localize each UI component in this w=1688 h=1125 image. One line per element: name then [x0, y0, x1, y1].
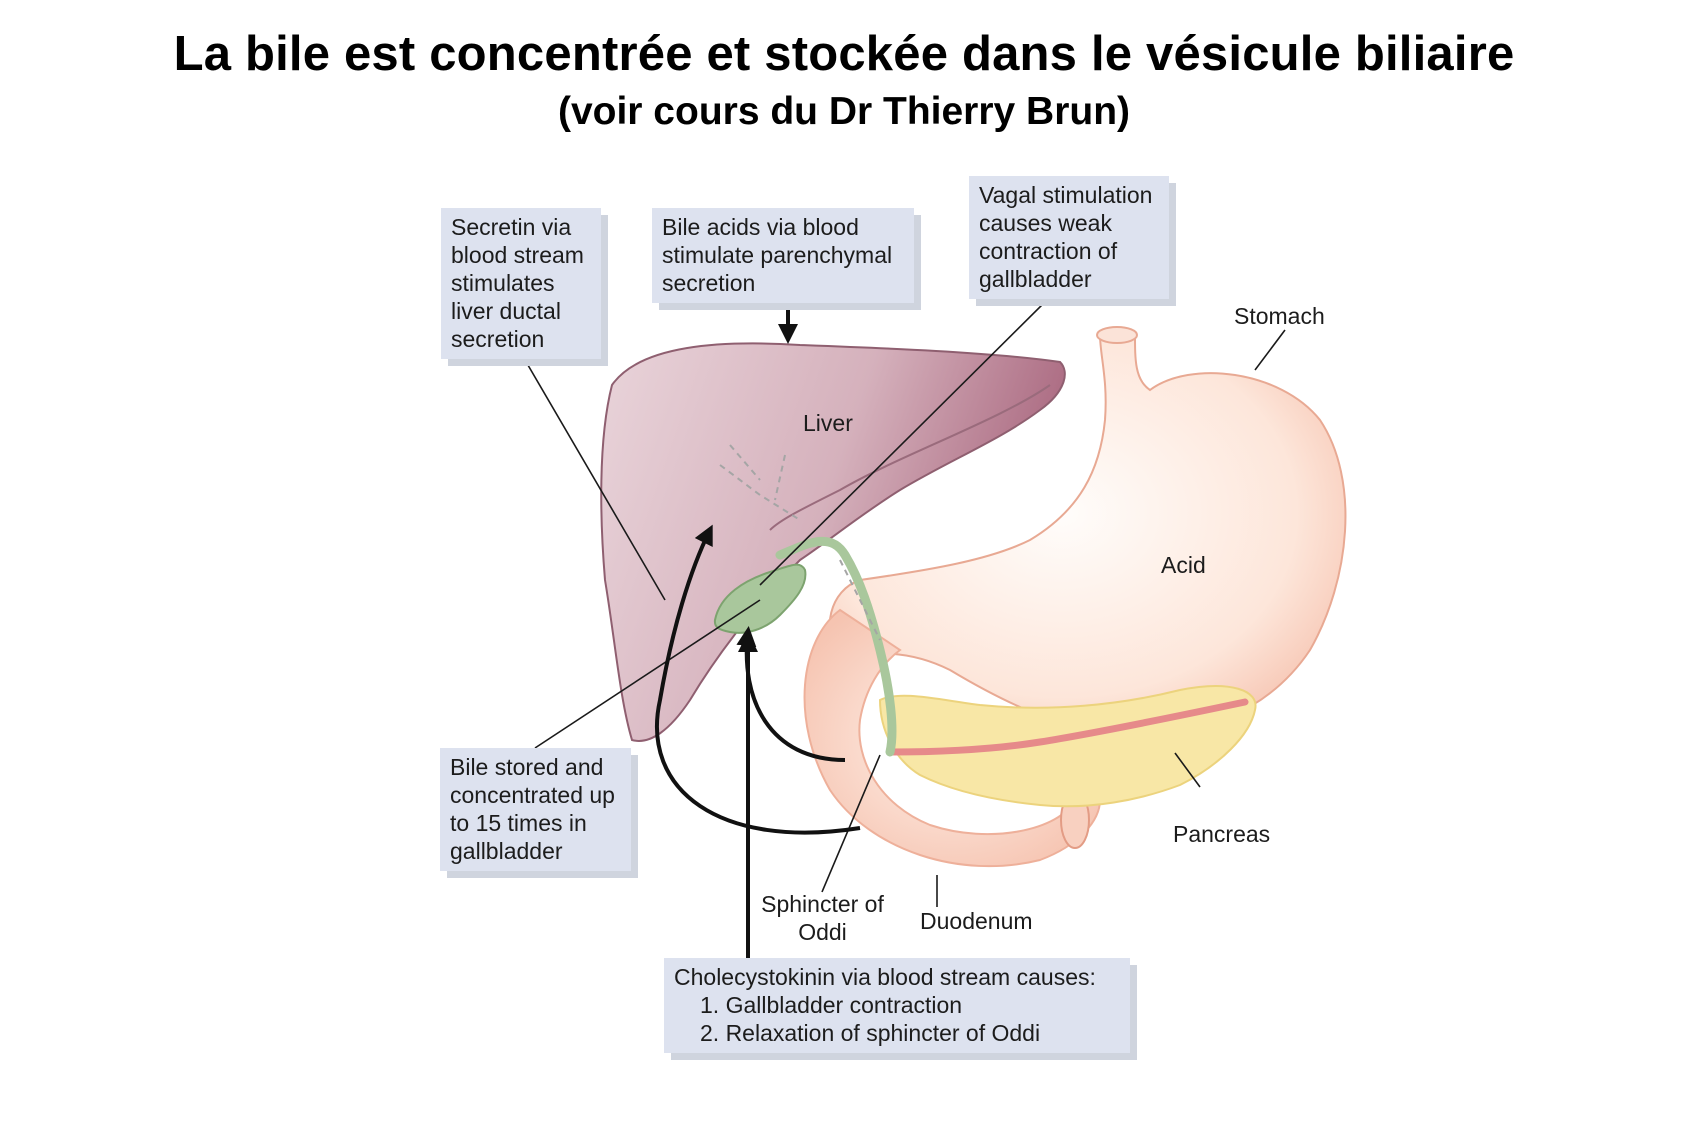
callout-heading: Cholecystokinin via blood stream causes: — [674, 964, 1096, 990]
acid-label: Acid — [1161, 552, 1206, 578]
callout-item: 1. Gallbladder contraction — [700, 992, 963, 1018]
callout-line: Bile acids via blood — [662, 214, 859, 240]
callout-line: Secretin via — [451, 214, 572, 240]
callout-line: Bile stored and — [450, 754, 604, 780]
callout-line: secretion — [662, 270, 756, 296]
leader-lines — [524, 296, 1286, 907]
bile-stored-callout: Bile stored and concentrated up to 15 ti… — [440, 748, 631, 871]
slide-subtitle: (voir cours du Dr Thierry Brun) — [557, 90, 1131, 133]
hepatic-duct-dashed — [719, 444, 881, 641]
secretin-callout: Secretin via blood stream stimulates liv… — [441, 208, 601, 359]
cystic-duct — [775, 536, 897, 757]
sphincter-label-line: Sphincter of — [761, 891, 884, 917]
liver-label: Liver — [803, 410, 853, 436]
liver-lobe-line — [769, 384, 1051, 531]
stomach-label: Stomach — [1234, 303, 1325, 329]
callout-line: to 15 times in — [450, 810, 587, 836]
callout-line: contraction of — [979, 238, 1118, 264]
pancreas-label: Pancreas — [1173, 821, 1271, 847]
pancreatic-duct — [886, 698, 1249, 756]
callout-line: gallbladder — [979, 266, 1092, 292]
sphincter-of-oddi-label: Sphincter of Oddi — [755, 890, 890, 946]
regulation-arrows — [654, 298, 861, 960]
callout-line: liver ductal — [451, 298, 561, 324]
callout-line: stimulate parenchymal — [662, 242, 893, 268]
callout-line: causes weak — [979, 210, 1112, 236]
duodenum-label: Duodenum — [920, 908, 1033, 934]
callout-line: Vagal stimulation — [979, 182, 1153, 208]
callout-line: gallbladder — [450, 838, 563, 864]
callout-line: concentrated up — [450, 782, 615, 808]
callout-item: 2. Relaxation of sphincter of Oddi — [700, 1020, 1041, 1046]
callout-line: blood stream — [451, 242, 584, 268]
slide-title: La bile est concentrée et stockée dans l… — [173, 27, 1515, 81]
bile-acids-callout: Bile acids via blood stimulate parenchym… — [652, 208, 914, 303]
cholecystokinin-callout: Cholecystokinin via blood stream causes:… — [664, 958, 1130, 1053]
callout-line: secretion — [451, 326, 545, 352]
callout-line: stimulates — [451, 270, 555, 296]
esophagus-opening — [1096, 326, 1138, 344]
sphincter-label-line: Oddi — [798, 919, 847, 945]
gallbladder-shape — [713, 563, 807, 634]
liver-shape — [600, 342, 1066, 742]
vagal-callout: Vagal stimulation causes weak contractio… — [969, 176, 1169, 299]
